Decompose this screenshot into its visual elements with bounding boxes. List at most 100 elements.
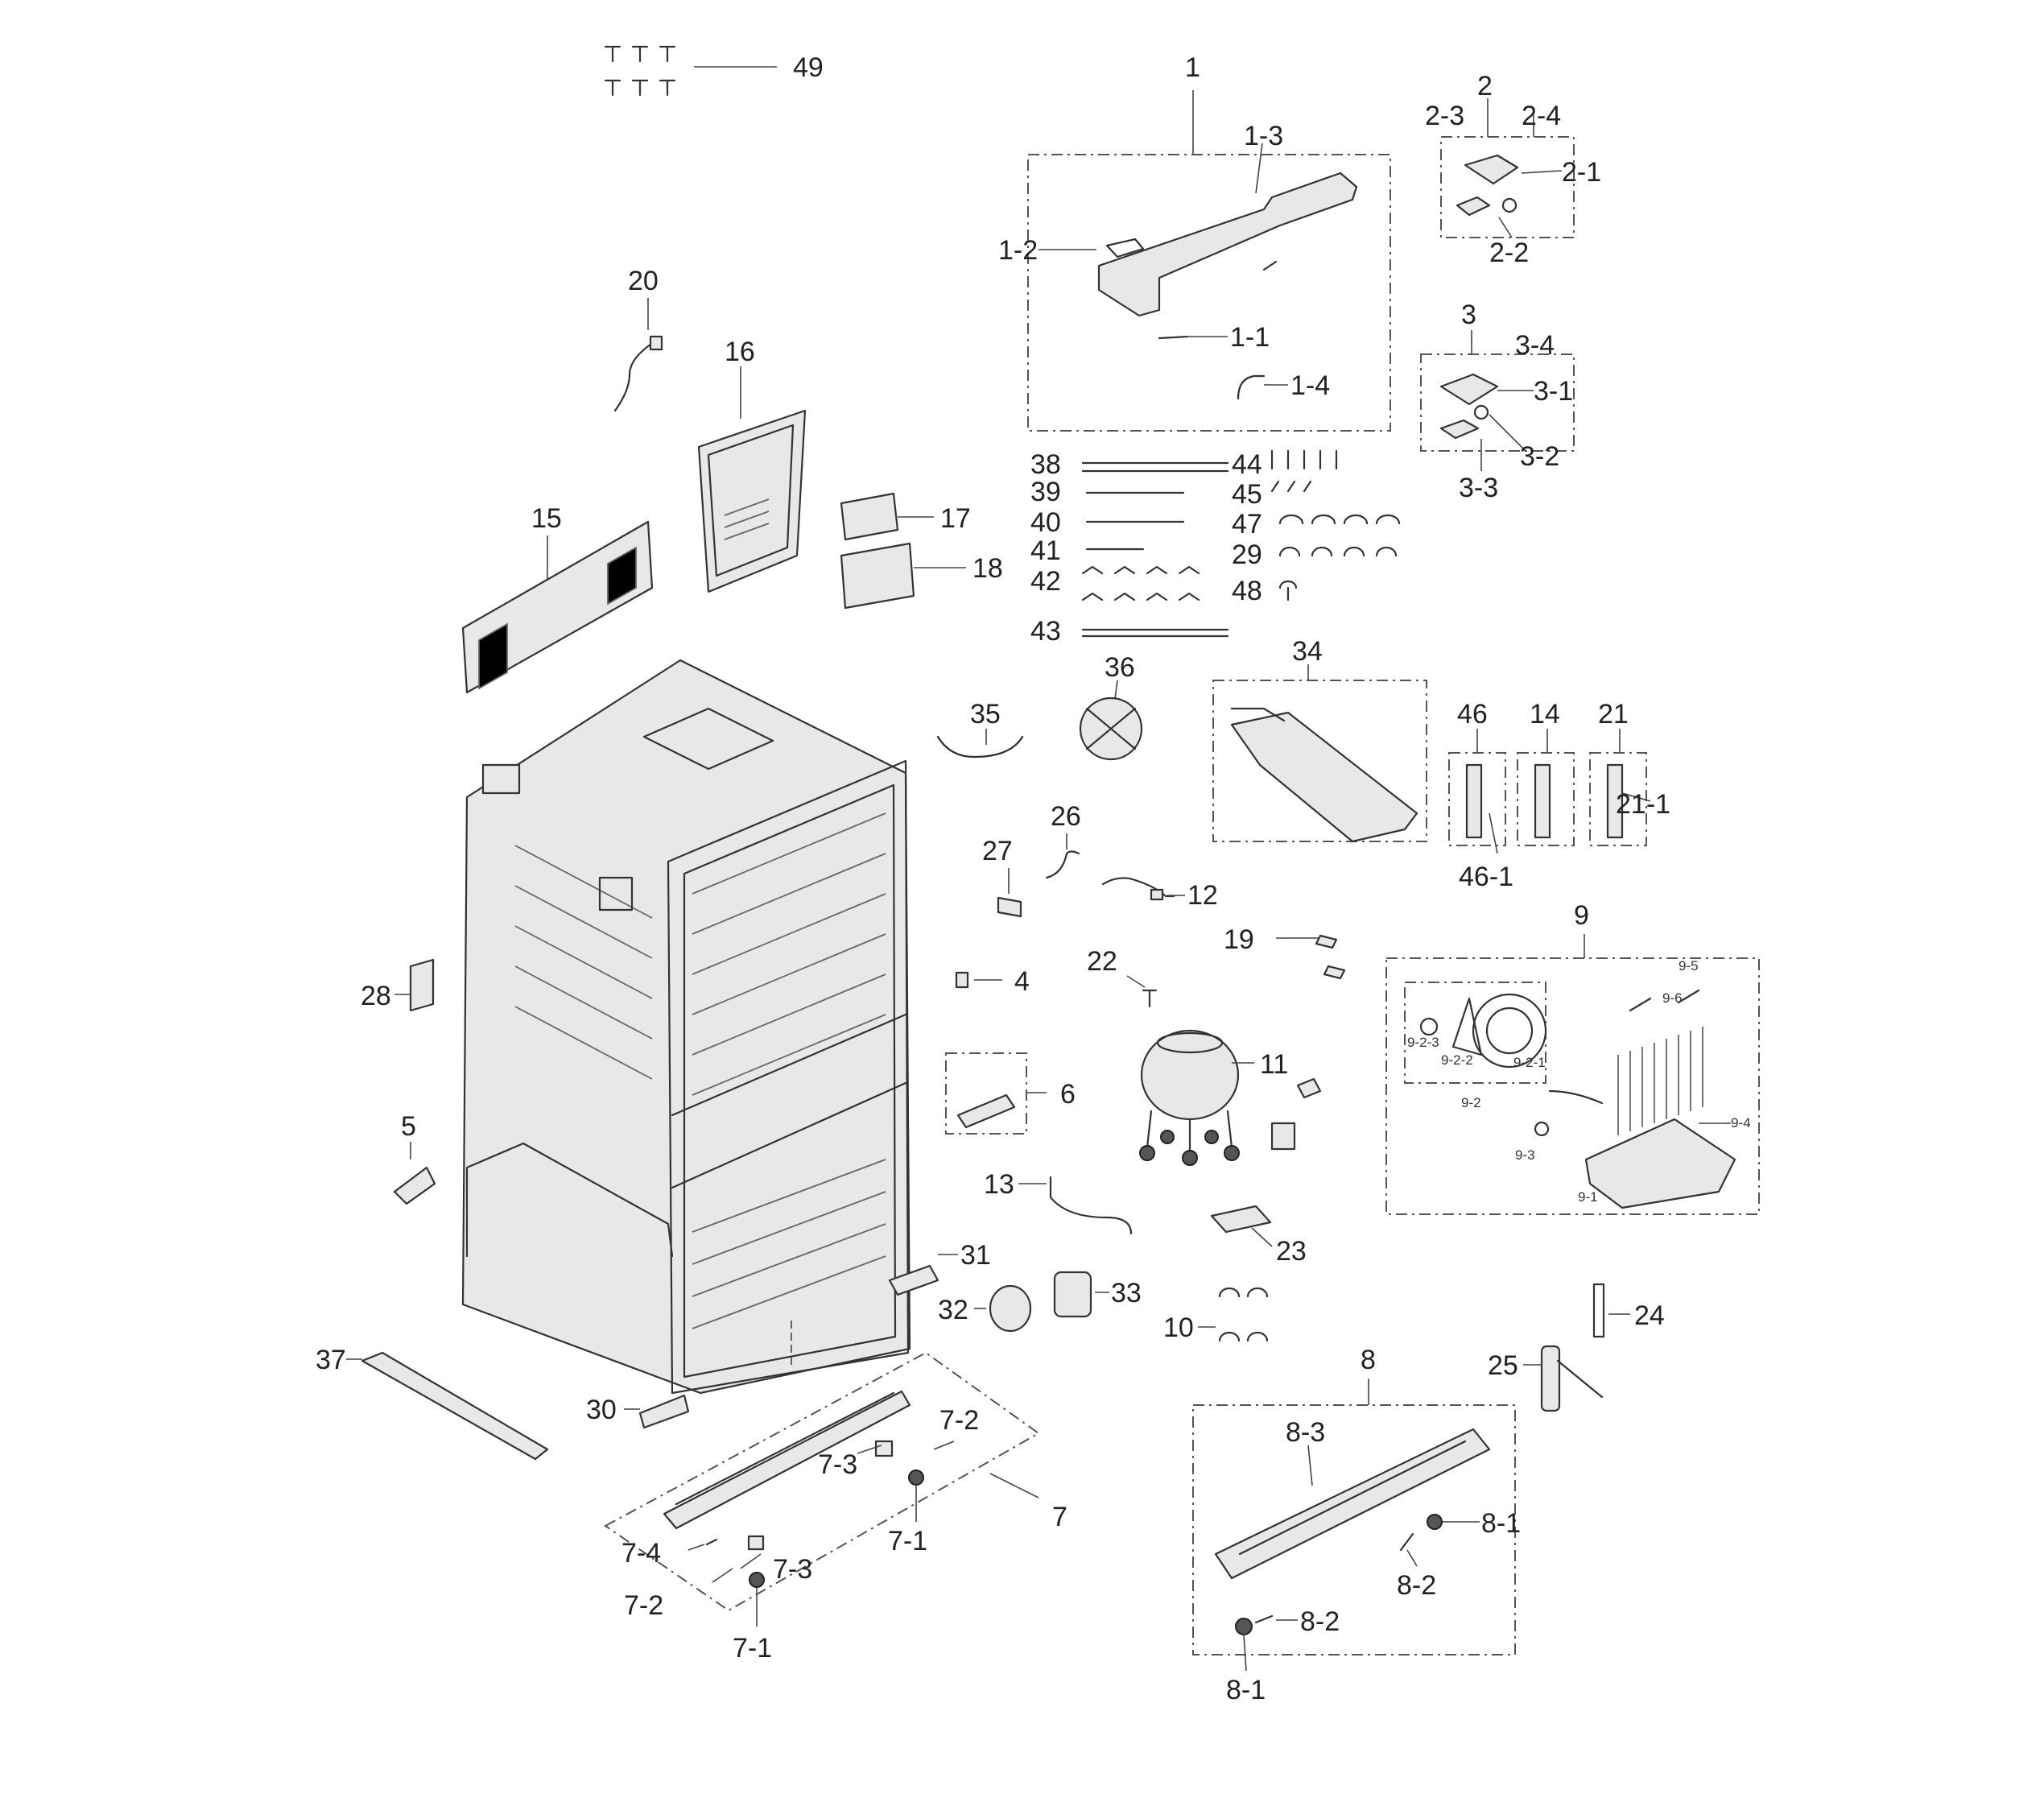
callout-12: 12: [1187, 880, 1218, 911]
callout-5: 5: [401, 1111, 416, 1142]
callout-7-3b: 7-3: [773, 1554, 812, 1585]
harness-12: [1101, 877, 1185, 901]
callout-39: 39: [1030, 477, 1061, 507]
ice-maker-assembly-9: [1385, 934, 1760, 1215]
callout-14: 14: [1530, 699, 1560, 730]
callout-3: 3: [1461, 300, 1476, 330]
callout-42: 42: [1030, 566, 1061, 597]
callout-7-2b: 7-2: [624, 1590, 663, 1621]
hinge-5: [393, 1142, 436, 1205]
callout-2-3: 2-3: [1425, 101, 1464, 131]
callout-45: 45: [1232, 479, 1262, 510]
callout-33: 33: [1111, 1278, 1142, 1308]
fan-36: [1079, 680, 1143, 761]
callout-44: 44: [1232, 449, 1262, 480]
rail-37: [346, 1351, 549, 1461]
callout-10: 10: [1163, 1312, 1194, 1343]
pcb-17: [840, 492, 934, 541]
power-cord-20: [613, 298, 663, 412]
callout-20: 20: [628, 266, 659, 296]
callout-18: 18: [972, 553, 1003, 584]
callout-15: 15: [531, 503, 562, 534]
sensor-26: [1045, 833, 1080, 879]
bracket-assembly-6: [945, 1052, 1047, 1135]
callout-8-3: 8-3: [1286, 1417, 1325, 1448]
clips-19: [1276, 934, 1346, 980]
callout-1: 1: [1185, 52, 1200, 83]
screw-22: [1126, 975, 1158, 1008]
callout-9-6: 9-6: [1662, 990, 1683, 1006]
refrigerator-cabinet: [461, 659, 911, 1395]
callout-7-1b: 7-1: [733, 1633, 772, 1664]
callout-27: 27: [982, 836, 1013, 866]
part-31: [888, 1254, 958, 1296]
callout-48: 48: [1232, 576, 1262, 606]
callout-8-2b: 8-2: [1300, 1606, 1340, 1637]
callout-16: 16: [725, 337, 755, 367]
part-33: [1053, 1271, 1109, 1318]
callout-9-1: 9-1: [1578, 1189, 1598, 1205]
callout-2: 2: [1477, 71, 1493, 101]
callout-8: 8: [1361, 1345, 1376, 1375]
callout-2-2: 2-2: [1489, 238, 1529, 268]
callout-46: 46: [1457, 699, 1488, 730]
evaporator-assembly-34: [1212, 664, 1427, 843]
valve-25: [1523, 1345, 1604, 1412]
callout-2-1: 2-1: [1562, 157, 1601, 188]
callout-40: 40: [1030, 507, 1061, 538]
callout-17: 17: [940, 503, 971, 534]
callout-8-1b: 8-1: [1226, 1675, 1266, 1705]
callout-28: 28: [361, 981, 391, 1011]
callout-49: 49: [793, 52, 824, 83]
compressor-11: [1139, 1029, 1322, 1166]
callout-37: 37: [316, 1345, 346, 1375]
callout-9-2-3: 9-2-3: [1407, 1035, 1439, 1050]
callout-23: 23: [1276, 1236, 1307, 1267]
callout-11: 11: [1260, 1049, 1288, 1080]
leveling-assembly-7: [604, 1321, 1040, 1627]
callout-8-2a: 8-2: [1397, 1570, 1436, 1601]
callout-3-1: 3-1: [1534, 376, 1573, 407]
callout-21-1: 21-1: [1616, 789, 1670, 820]
callout-4: 4: [1014, 966, 1030, 997]
screws-49: [604, 45, 777, 97]
hinge-assembly-3: [1420, 330, 1575, 471]
callout-47: 47: [1232, 509, 1262, 539]
bracket-28: [394, 958, 435, 1012]
callout-35: 35: [970, 699, 1001, 730]
callout-36: 36: [1105, 652, 1135, 683]
callout-31: 31: [960, 1240, 991, 1271]
filter-assembly-46: [1448, 729, 1506, 854]
callout-1-3: 1-3: [1244, 121, 1283, 151]
rear-panel-15: [461, 520, 654, 694]
cover-16: [697, 366, 807, 593]
callout-7-1a: 7-1: [888, 1526, 927, 1556]
callout-22: 22: [1087, 946, 1117, 977]
callout-1-1: 1-1: [1230, 322, 1270, 353]
callout-7: 7: [1052, 1502, 1067, 1532]
callout-29: 29: [1232, 539, 1262, 570]
callout-3-4: 3-4: [1515, 330, 1555, 361]
callout-9-2: 9-2: [1461, 1095, 1481, 1110]
callout-7-2a: 7-2: [939, 1405, 979, 1436]
callout-7-4: 7-4: [621, 1538, 661, 1569]
callout-21: 21: [1598, 699, 1629, 730]
callout-34: 34: [1292, 636, 1323, 667]
callout-9-2-1: 9-2-1: [1513, 1055, 1546, 1070]
callout-7-3a: 7-3: [818, 1449, 857, 1480]
callout-19: 19: [1224, 924, 1254, 955]
callout-43: 43: [1030, 616, 1061, 647]
callout-1-2: 1-2: [998, 235, 1038, 266]
callout-13: 13: [984, 1169, 1014, 1200]
relay-23: [1210, 1205, 1273, 1247]
callout-26: 26: [1051, 801, 1081, 832]
top-cover-assembly-1: [1027, 90, 1391, 432]
switch-27: [997, 868, 1022, 918]
callout-24: 24: [1634, 1300, 1665, 1331]
part-30: [624, 1394, 690, 1429]
callout-25: 25: [1488, 1350, 1518, 1381]
callout-30: 30: [586, 1395, 617, 1425]
part-4: [955, 971, 1002, 989]
part-32: [974, 1284, 1032, 1333]
